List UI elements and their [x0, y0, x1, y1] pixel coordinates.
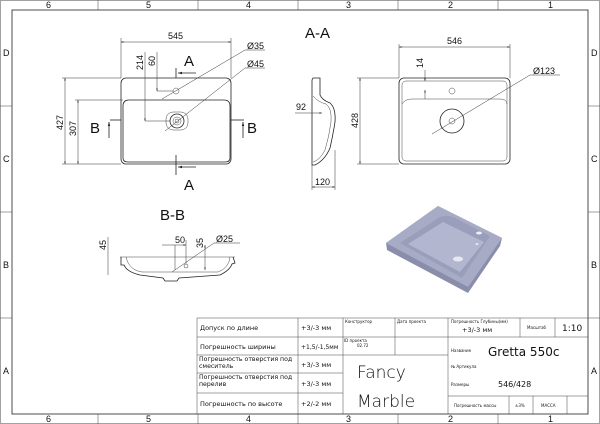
tol-overflow-hole-label: Погрешность отверстия под перелив	[199, 374, 293, 388]
zone-row: B	[591, 260, 597, 270]
dim-height-total: 427	[55, 115, 65, 130]
dim-edge: 14	[415, 58, 425, 68]
depth-tol-value: +3/-3 мм	[462, 326, 492, 334]
mass-tol-value: ±3%	[515, 403, 525, 408]
tol-width-label: Погрешность ширины	[200, 343, 276, 351]
size-label: Размеры	[451, 382, 469, 387]
designer-label: Конструктор	[345, 319, 373, 324]
front-view: 546 428 14 Ø123	[350, 36, 560, 165]
dim-bb-height: 45	[98, 240, 108, 250]
zone-row: B	[3, 260, 9, 270]
zone-col: 2	[448, 0, 453, 10]
section-mark-a-bottom: A	[184, 177, 194, 194]
zone-col: 1	[548, 414, 553, 424]
tol-length-label: Допуск по длине	[200, 324, 258, 332]
project-id: 02.72	[357, 343, 369, 348]
zone-col: 3	[346, 414, 351, 424]
mass-label: МАССА	[541, 403, 556, 408]
section-mark-a-top: A	[184, 53, 194, 70]
zone-col: 5	[146, 0, 151, 10]
zone-col: 5	[146, 414, 151, 424]
sink-3d-render	[386, 206, 502, 293]
section-aa-title: A-A	[305, 25, 330, 42]
product-name: Gretta 550c	[488, 345, 559, 359]
dim-width: 545	[168, 31, 183, 41]
dim-front-height: 428	[350, 113, 360, 128]
dim-tap-edge: 60	[147, 56, 157, 66]
scale-value: 1:10	[562, 324, 582, 334]
tol-length-value: +3/-3 мм	[301, 324, 331, 332]
zone-col: 2	[448, 414, 453, 424]
dim-front-width: 546	[447, 36, 462, 46]
dim-front-drain: Ø123	[533, 66, 555, 76]
tap-hole-icon	[448, 87, 456, 95]
dim-depth: 120	[315, 177, 330, 187]
zone-col: 4	[246, 414, 251, 424]
zone-row: A	[591, 366, 597, 376]
zone-col: 3	[346, 0, 351, 10]
tol-height-label: Погрешность по высоте	[200, 400, 282, 408]
zone-row: D	[3, 48, 10, 58]
title-block: Допуск по длине +3/-3 мм Погрешность шир…	[196, 317, 588, 414]
zone-row: C	[3, 154, 10, 164]
zone-col: 1	[548, 0, 553, 10]
tol-width-value: +1,5/-1,5мм	[301, 344, 338, 351]
project-date-label: Дата проекта	[397, 319, 426, 324]
zone-col: 4	[246, 0, 251, 10]
zone-row: C	[591, 154, 598, 164]
brand-fancy: Fancy	[357, 363, 406, 383]
zone-col: 6	[46, 414, 51, 424]
dim-overflow-d: Ø25	[216, 234, 233, 244]
section-mark-b-right: B	[247, 120, 257, 137]
section-aa: A-A 92 120	[295, 25, 336, 190]
zone-row: D	[591, 48, 598, 58]
section-bb: B-B 45 50 35 Ø25	[98, 207, 240, 282]
project-id-label: ID проекта	[344, 338, 367, 343]
dim-rim: 92	[296, 102, 306, 112]
zone-row: A	[3, 366, 9, 376]
brand-marble: Marble	[357, 392, 415, 412]
dim-overflow-x: 50	[175, 235, 185, 245]
dim-tap-hole: Ø35	[247, 41, 264, 51]
zone-labels: 6 5 4 3 2 1 6 5 4 3 2 1 D C B A D C B A	[3, 0, 598, 424]
drain-icon	[169, 113, 185, 129]
drain-icon	[439, 108, 465, 134]
dim-overflow-y: 35	[195, 238, 205, 248]
scale-label: Масштаб	[527, 325, 547, 330]
tol-mixer-hole-value: +3/-3 мм	[301, 361, 331, 369]
article-label: № Артикула	[451, 364, 477, 369]
dim-drain: Ø45	[247, 59, 264, 69]
dim-basin-height: 307	[68, 121, 78, 136]
size-value: 546/428	[498, 380, 531, 389]
section-bb-title: B-B	[160, 207, 185, 224]
name-label: Название	[451, 348, 472, 353]
depth-tol-label: Погрешность Глубины(мм)	[451, 319, 508, 324]
tol-height-value: +2/-2 мм	[301, 400, 331, 408]
tol-overflow-hole-value: +3/-3 мм	[301, 380, 331, 388]
tol-mixer-hole-label: Погрешность отверстия под смеситель	[199, 356, 293, 370]
dim-tap-offset: 214	[135, 55, 145, 70]
section-mark-b-left: B	[90, 120, 100, 137]
zone-col: 6	[46, 0, 51, 10]
mass-tol-label: Погрешность массы	[454, 403, 496, 408]
top-view: 545 427 307 214 60 Ø35 Ø45 A A B B	[55, 31, 265, 194]
